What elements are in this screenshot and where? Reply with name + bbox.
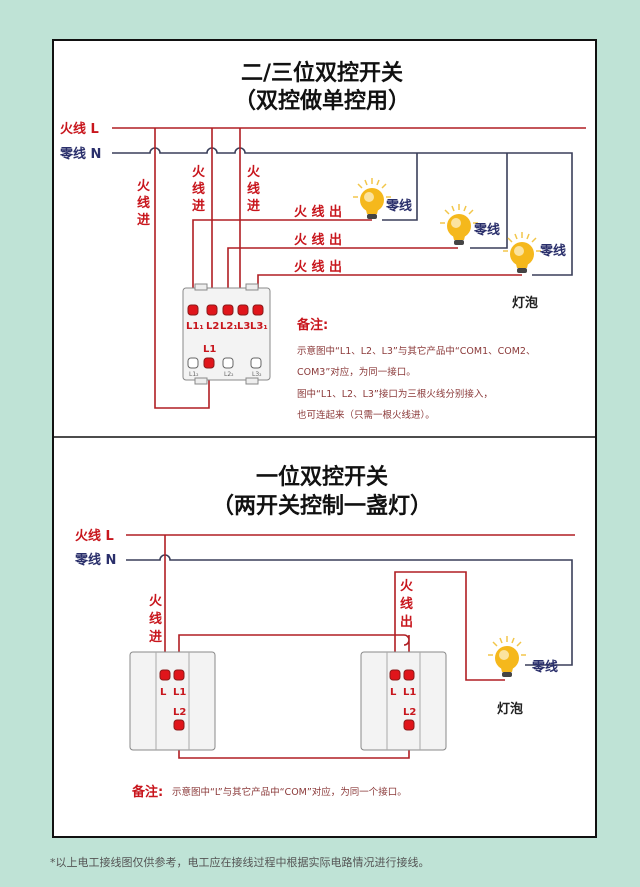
svg-text:进: 进 xyxy=(137,213,150,228)
svg-text:L1: L1 xyxy=(173,687,186,698)
svg-text:L1₂: L1₂ xyxy=(189,371,199,378)
neutral-branch-1 xyxy=(382,153,418,221)
live-out-wire-1 xyxy=(192,219,372,306)
neutral-branch-2 xyxy=(470,153,508,249)
top-note-line: COM3”对应，为同一接口。 xyxy=(297,366,416,378)
terminal-L1-1: L1₁ xyxy=(186,321,204,332)
svg-text:L3₂: L3₂ xyxy=(252,371,262,378)
svg-text:火: 火 xyxy=(400,579,414,594)
bottom-live-out-wire xyxy=(394,571,505,681)
live-in-label-1: 火 线 进 xyxy=(137,179,151,228)
top-title: 二/三位双控开关 xyxy=(241,60,403,86)
bottom-note-title: 备注: xyxy=(131,784,163,800)
bottom-subtitle: （两开关控制一盏灯） xyxy=(212,493,432,519)
bottom-note: 示意图中“L”与其它产品中“COM”对应，为同一个接口。 xyxy=(172,786,407,798)
bottom-neutral-bulb-label: 零线 xyxy=(531,659,558,675)
bottom-live-in-label: 火 线 进 xyxy=(149,594,163,645)
svg-text:进: 进 xyxy=(149,630,162,645)
terminal-L1: L1 xyxy=(203,344,216,355)
svg-text:火: 火 xyxy=(137,179,151,194)
bottom-title: 一位双控开关 xyxy=(256,464,388,490)
svg-text:火: 火 xyxy=(192,165,206,180)
neutral-label-bulb-1: 零线 xyxy=(385,198,412,214)
svg-text:L1: L1 xyxy=(403,687,416,698)
bottom-neutral-wire xyxy=(126,554,573,666)
top-note-title: 备注: xyxy=(296,317,328,333)
svg-text:进: 进 xyxy=(192,199,205,214)
top-note-line: 图中“L1、L2、L3”接口为三根火线分别接入， xyxy=(297,388,493,400)
live-in-label-3: 火 线 进 xyxy=(247,165,261,214)
live-out-wire-2 xyxy=(227,247,458,306)
svg-text:进: 进 xyxy=(247,199,260,214)
svg-text:出: 出 xyxy=(400,614,413,630)
svg-text:L2₂: L2₂ xyxy=(224,371,234,378)
svg-text:线: 线 xyxy=(400,596,413,612)
left-switch: L L1 L2 xyxy=(129,651,216,751)
neutral-label-bulb-3: 零线 xyxy=(539,243,566,259)
svg-text:线: 线 xyxy=(137,195,150,211)
svg-text:火: 火 xyxy=(149,594,163,609)
terminal-L2: L2 xyxy=(206,321,219,332)
top-neutral-label: 零线 N xyxy=(59,146,101,162)
svg-text:线: 线 xyxy=(192,181,205,197)
live-out-label-2: 火 线 出 xyxy=(294,232,342,248)
svg-text:L: L xyxy=(160,687,167,698)
top-note-line: 也可连起来（只需一根火线进）。 xyxy=(297,409,435,421)
right-switch: L L1 L2 xyxy=(360,651,447,751)
svg-text:L2: L2 xyxy=(403,707,416,718)
svg-text:火: 火 xyxy=(247,165,261,180)
terminal-L3: L3 xyxy=(237,321,250,332)
live-out-label-3: 火 线 出 xyxy=(294,259,342,275)
terminal-L2-1: L2₁ xyxy=(220,321,238,332)
three-gang-switch: L1₁ L2 L2₁ L3 L3₁ L1 L1₂ L2₂ L3₂ xyxy=(182,283,271,385)
svg-text:线: 线 xyxy=(149,611,162,627)
bottom-neutral-label: 零线 N xyxy=(74,552,116,568)
top-note-line: 示意图中“L1、L2、L3”与其它产品中“COM1、COM2、 xyxy=(297,345,535,357)
live-in-label-2: 火 线 进 xyxy=(192,165,206,214)
svg-text:L2: L2 xyxy=(173,707,186,718)
neutral-label-bulb-2: 零线 xyxy=(473,222,500,238)
terminal-L3-1: L3₁ xyxy=(250,321,268,332)
svg-text:线: 线 xyxy=(247,181,260,197)
top-live-label: 火线 L xyxy=(60,121,99,137)
top-bulb-label: 灯泡 xyxy=(512,295,538,311)
bottom-live-label: 火线 L xyxy=(75,528,114,544)
live-out-label-1: 火 线 出 xyxy=(294,204,342,220)
top-subtitle: （双控做单控用） xyxy=(234,88,410,114)
bottom-bulb-label: 灯泡 xyxy=(497,701,523,717)
footer-disclaimer: *以上电工接线图仅供参考，电工应在接线过程中根据实际电路情况进行接线。 xyxy=(50,855,430,869)
live-in-wire-1 xyxy=(154,128,210,409)
bottom-live-out-label: 火 线 出 xyxy=(400,579,414,630)
svg-text:L: L xyxy=(390,687,397,698)
